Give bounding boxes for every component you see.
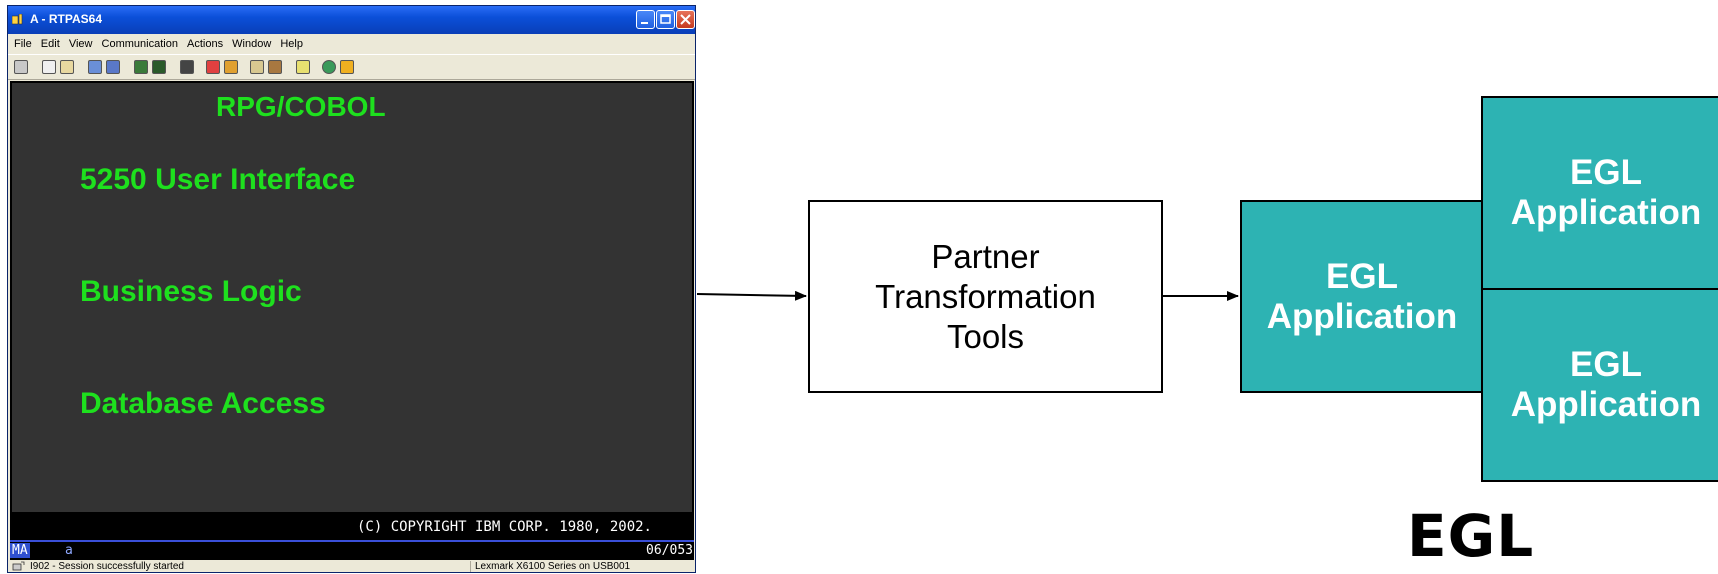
screen-heading: RPG/COBOL <box>216 91 386 122</box>
send-icon[interactable] <box>88 60 102 74</box>
macro-icon[interactable] <box>180 60 194 74</box>
print-screen-icon[interactable] <box>14 60 28 74</box>
clipboard-icon[interactable] <box>296 60 310 74</box>
operator-info-area: MA a 06/053 <box>10 540 694 560</box>
menu-communication[interactable]: Communication <box>101 38 178 50</box>
copy-icon[interactable] <box>42 60 56 74</box>
egl-application-bottom-label: EGL Application <box>1510 345 1702 424</box>
screen-line-logic: Business Logic <box>80 275 302 308</box>
partner-tools-label: Partner Transformation Tools <box>875 237 1096 355</box>
keyboard-icon[interactable] <box>152 60 166 74</box>
menu-window[interactable]: Window <box>232 38 272 50</box>
egl-application-bottom-box: EGL Application <box>1481 288 1718 482</box>
transfer-down-icon[interactable] <box>268 60 282 74</box>
menu-view[interactable]: View <box>68 38 93 50</box>
transfer-up-icon[interactable] <box>250 60 264 74</box>
toolbar <box>8 54 695 80</box>
terminal-footer: (C) COPYRIGHT IBM CORP. 1980, 2002. <box>10 514 694 540</box>
partner-tools-box: Partner Transformation Tools <box>808 200 1163 393</box>
record-icon[interactable] <box>206 60 220 74</box>
status-message: I902 - Session successfully started <box>30 561 184 572</box>
screen-line-ui: 5250 User Interface <box>80 163 356 196</box>
oia-char: a <box>65 543 73 558</box>
session-icon <box>12 561 25 571</box>
maximize-button[interactable] <box>656 10 675 29</box>
arrow-terminal-to-partner <box>696 290 807 301</box>
terminal-screen[interactable]: RPG/COBOL 5250 User Interface Business L… <box>10 81 694 514</box>
cursor-position: 06/053 <box>646 543 693 558</box>
printer-status: Lexmark X6100 Series on USB001 <box>470 561 630 572</box>
play-icon[interactable] <box>224 60 238 74</box>
copyright-text: (C) COPYRIGHT IBM CORP. 1980, 2002. <box>356 519 652 535</box>
menu-edit[interactable]: Edit <box>40 38 60 50</box>
menu-actions[interactable]: Actions <box>187 38 224 50</box>
menu-file[interactable]: File <box>14 38 32 50</box>
menu-help[interactable]: Help <box>280 38 303 50</box>
title-bar[interactable]: A - RTPAS64 <box>8 6 695 34</box>
edit-icon[interactable] <box>340 60 354 74</box>
egl-logo: EGL <box>1407 502 1535 570</box>
minimize-button[interactable] <box>636 10 655 29</box>
receive-icon[interactable] <box>106 60 120 74</box>
screen-line-database: Database Access <box>80 387 326 420</box>
egl-application-top-box: EGL Application <box>1481 96 1718 290</box>
egl-application-top-label: EGL Application <box>1510 153 1702 232</box>
egl-application-box: EGL Application <box>1240 200 1484 393</box>
app-icon <box>12 14 23 25</box>
terminal-window: A - RTPAS64 File Edit View Communication… <box>7 5 696 573</box>
close-icon <box>680 14 691 25</box>
paste-icon[interactable] <box>60 60 74 74</box>
menu-bar: File Edit View Communication Actions Win… <box>8 34 695 54</box>
web-icon[interactable] <box>322 60 336 74</box>
display-icon[interactable] <box>134 60 148 74</box>
status-bar: I902 - Session successfully started Lexm… <box>8 560 695 573</box>
oia-mode: MA <box>10 543 30 558</box>
egl-application-label: EGL Application <box>1266 256 1458 336</box>
window-title: A - RTPAS64 <box>30 12 103 26</box>
close-button[interactable] <box>676 10 695 29</box>
maximize-icon <box>660 14 671 24</box>
minimize-icon <box>641 22 648 24</box>
